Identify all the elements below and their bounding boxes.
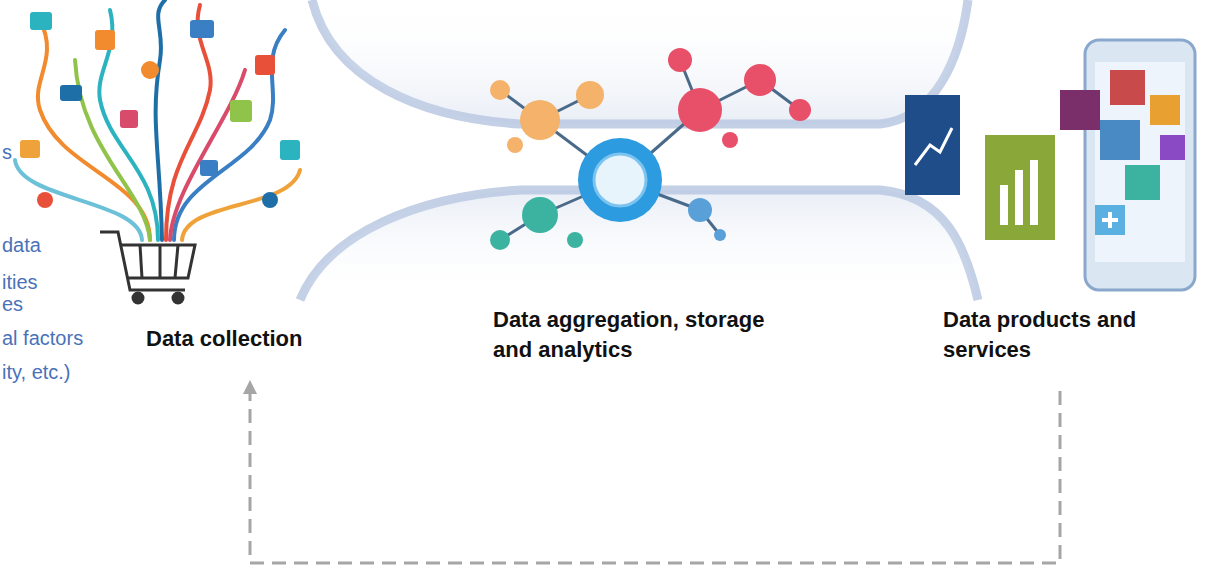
stage-label: Data aggregation, storage and analytics xyxy=(493,305,783,365)
shopping-cart xyxy=(100,232,195,303)
source-label: al factors xyxy=(2,326,83,350)
icon-tiles xyxy=(20,12,300,208)
funnel-shade xyxy=(312,0,968,124)
stage-node: Data collection xyxy=(146,324,302,380)
source-label: ity, etc.) xyxy=(2,360,71,384)
data-tree xyxy=(15,0,300,240)
stage-label: Data collection xyxy=(146,324,302,354)
source-label: data xyxy=(2,233,41,257)
feedback-connector xyxy=(243,380,1060,563)
source-label: s xyxy=(2,140,12,164)
stage-label: Data products and services xyxy=(943,305,1138,365)
stage-node: Data aggregation, storage and analytics xyxy=(493,305,783,371)
product-tiles xyxy=(905,40,1195,290)
source-label: es xyxy=(2,292,23,316)
stage-node: Data products and services xyxy=(943,305,1138,391)
funnel-band xyxy=(312,0,968,124)
analytics-network xyxy=(490,48,811,250)
source-label: ities xyxy=(2,270,38,294)
